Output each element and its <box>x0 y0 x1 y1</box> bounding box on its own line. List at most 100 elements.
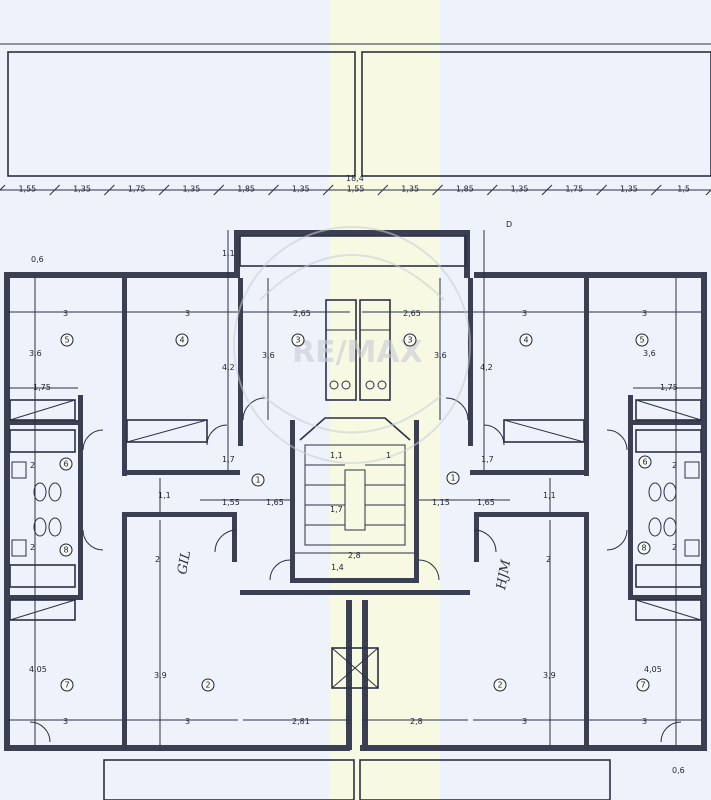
room2-right-a: 2 <box>546 555 551 564</box>
room-8-right: 8 <box>641 544 646 553</box>
room-1-left: 1 <box>255 476 260 485</box>
top-width-5-right: 3 <box>642 309 647 318</box>
stair-dim-b: 1,7 <box>330 505 343 514</box>
room-3-left: 3 <box>295 336 300 345</box>
entry-left-a: 1,55 <box>222 498 240 507</box>
stair-top-label: 1,1 <box>222 249 235 258</box>
dimension-tick <box>104 184 115 196</box>
room-7-right: 7 <box>640 681 645 690</box>
built-in-wardrobes <box>9 399 702 621</box>
room-2-left: 2 <box>205 681 210 690</box>
bottom-right-offset-label: 0,6 <box>672 766 685 775</box>
marker-d: D <box>506 220 512 229</box>
bottom-width-7-right: 3 <box>642 717 647 726</box>
left-v-4: 2 <box>30 543 35 552</box>
handwritten-note-right: HJM <box>494 558 514 592</box>
handwritten-note-left: GIL <box>175 549 194 575</box>
top-chain-labels: 1,55 1,35 1,75 1,35 1,85 1,35 1,55 1,35 1,85 1,35… <box>18 185 690 194</box>
top-width-4-right: 3 <box>522 309 527 318</box>
chain-label: 1,35 <box>401 185 419 194</box>
stair-core <box>240 417 470 595</box>
ventilation-shaft <box>331 647 379 689</box>
dimension-tick <box>322 184 334 196</box>
room2-right-height: 3,9 <box>543 671 556 680</box>
dimension-tick <box>213 184 225 196</box>
total-width-label: 18,4 <box>346 174 364 183</box>
chain-label: 1,85 <box>456 185 474 194</box>
bottom-width-center-left: 2,81 <box>292 717 310 726</box>
chain-label: 1,75 <box>128 185 146 194</box>
room-number-markers: 5 4 3 3 4 5 6 6 8 8 1 1 2 2 7 7 <box>59 333 652 692</box>
chain-label: 1,55 <box>347 185 365 194</box>
chain-label: 1,35 <box>73 185 91 194</box>
chain-label: 1,75 <box>565 185 583 194</box>
right-v-1: 3,6 <box>643 349 656 358</box>
room-5-left: 5 <box>64 336 69 345</box>
right-v-2: 1,75 <box>660 383 678 392</box>
interior-walls-right <box>468 278 703 745</box>
chain-label: 1,5 <box>677 185 690 194</box>
dimension-tick <box>650 184 662 196</box>
entry-left-b: 1,65 <box>266 498 284 507</box>
chain-label: 1,35 <box>620 185 638 194</box>
left-v-2: 1,75 <box>33 383 51 392</box>
bottom-width-2-left: 3 <box>185 717 190 726</box>
room-6-left: 6 <box>63 460 68 469</box>
right-v-5: 4,05 <box>644 665 662 674</box>
hall-left-width: 1,1 <box>158 491 171 500</box>
left-v-1: 3,6 <box>29 349 42 358</box>
watermark-logo <box>233 226 471 464</box>
entry-right-b: 1,65 <box>477 498 495 507</box>
hall-right-height: 1,7 <box>481 455 494 464</box>
right-v-4: 2 <box>672 543 677 552</box>
room3-right-height: 3,6 <box>434 351 447 360</box>
room-4-right: 4 <box>523 336 528 345</box>
stair-dim-c: 1 <box>386 451 391 460</box>
dimension-tick <box>541 184 553 196</box>
room-6-right: 6 <box>642 458 647 467</box>
dimension-tick <box>49 184 61 196</box>
top-width-4-left: 3 <box>185 309 190 318</box>
dimension-tick <box>705 189 711 196</box>
top-dimension-chain <box>0 184 711 196</box>
entry-right-a: 1,15 <box>432 498 450 507</box>
dimension-tick <box>268 184 279 196</box>
roof-landing <box>239 235 467 267</box>
room-2-right: 2 <box>497 681 502 690</box>
bathrooms <box>9 429 702 588</box>
room4-left-height: 4,2 <box>222 363 235 372</box>
kitchen-units <box>325 299 391 401</box>
upper-balcony-outlines <box>0 43 711 177</box>
room-8-left: 8 <box>63 546 68 555</box>
bottom-width-2-right: 3 <box>522 717 527 726</box>
dimension-tick <box>377 184 389 196</box>
room-7-left: 7 <box>64 681 69 690</box>
chain-label: 1,55 <box>18 185 36 194</box>
room-3-right: 3 <box>407 336 412 345</box>
room-5-right: 5 <box>639 336 644 345</box>
chain-label: 1,35 <box>183 185 201 194</box>
interior-walls-left <box>8 278 243 745</box>
room-4-left: 4 <box>179 336 184 345</box>
left-v-3: 2 <box>30 461 35 470</box>
right-v-3: 2 <box>672 461 677 470</box>
chain-label: 1,35 <box>292 185 310 194</box>
stair-dim-d: 1,4 <box>331 563 344 572</box>
lower-balcony-outlines <box>103 759 611 800</box>
dimension-tick <box>486 184 498 196</box>
stair-dim-a: 1,1 <box>330 451 343 460</box>
bottom-width-7-left: 3 <box>63 717 68 726</box>
watermark-text: RE/MAX <box>292 335 423 370</box>
room2-left-a: 2 <box>155 555 160 564</box>
top-width-5-left: 3 <box>63 309 68 318</box>
chain-label: 1,85 <box>237 185 255 194</box>
dimension-labels: 0,6 0,6 3 3 2,65 2,65 3 3 3 3 2,81 2,8 3… <box>29 220 685 775</box>
left-v-5: 4,05 <box>29 665 47 674</box>
bottom-width-center-right: 2,8 <box>410 717 423 726</box>
top-width-3-right: 2,65 <box>403 309 421 318</box>
exterior-walls <box>4 230 707 751</box>
room3-left-height: 3,6 <box>262 351 275 360</box>
hall-right-width: 1,1 <box>543 491 556 500</box>
stair-width: 2,8 <box>348 551 361 560</box>
